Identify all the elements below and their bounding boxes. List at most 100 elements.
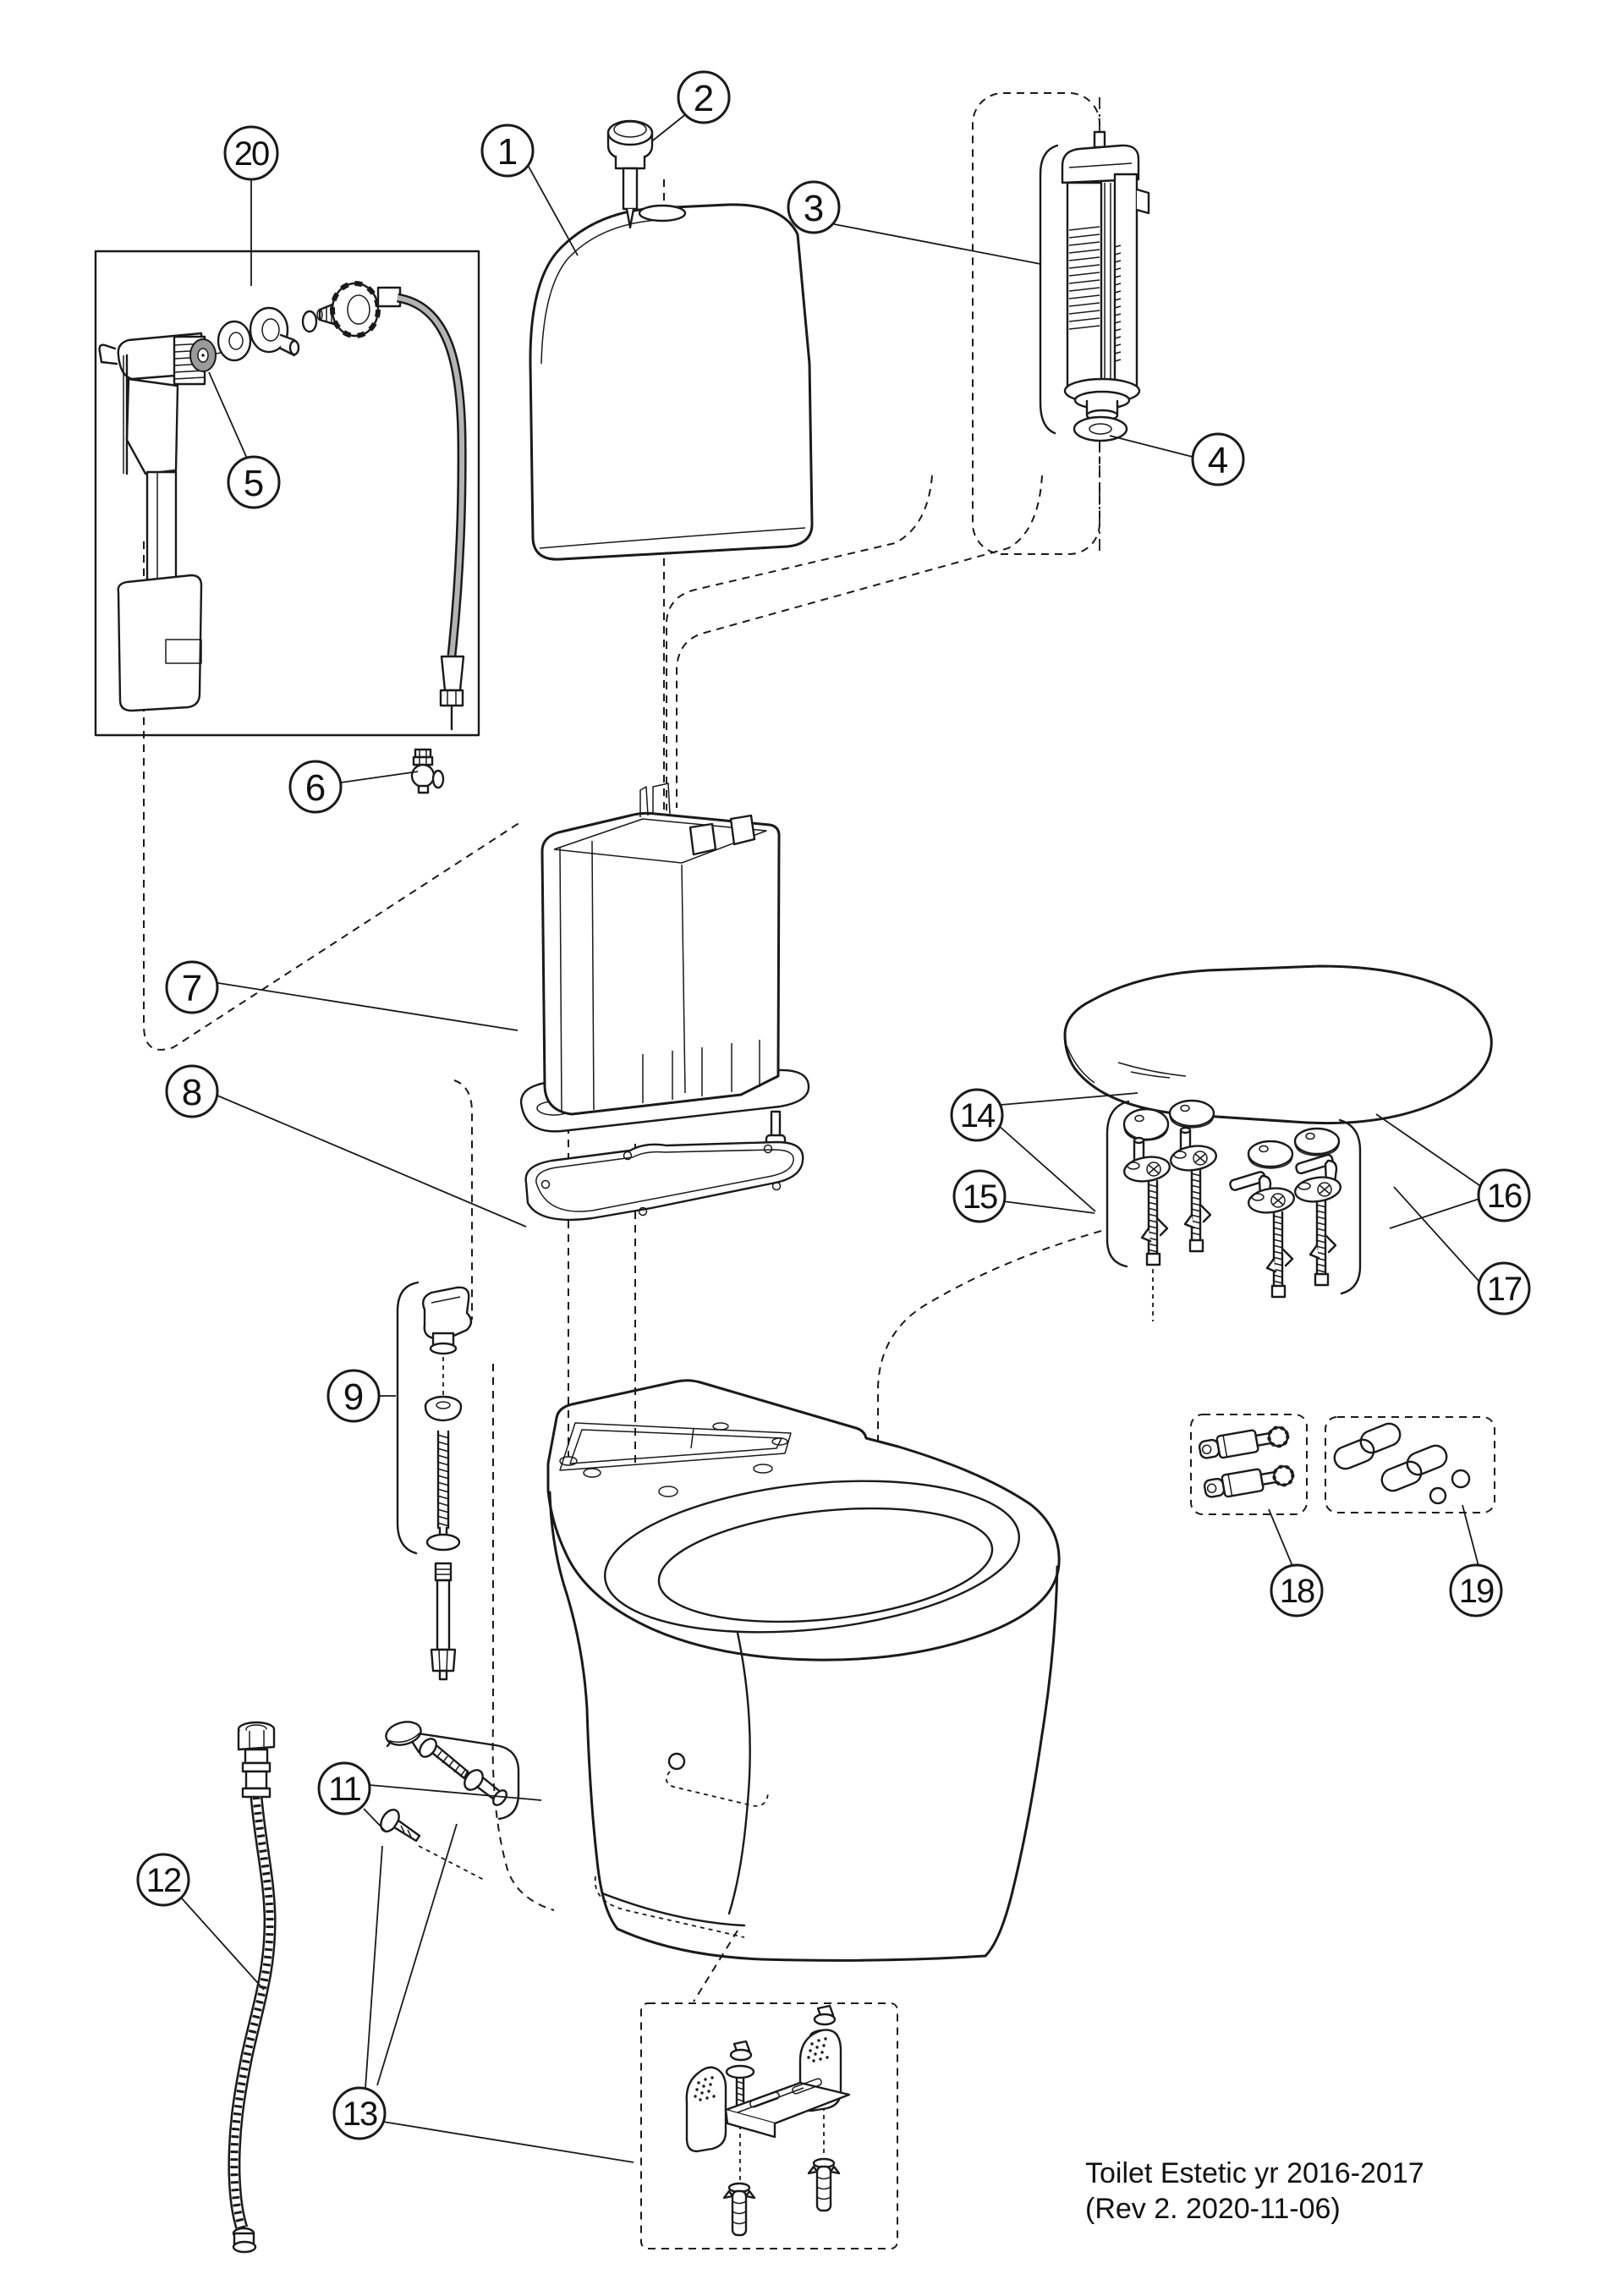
svg-text:13: 13 bbox=[343, 2096, 377, 2133]
fill-valve-kit-box bbox=[94, 250, 480, 737]
leader-19 bbox=[1462, 1504, 1479, 1567]
angle-valve bbox=[410, 748, 445, 794]
leader-18 bbox=[1268, 1508, 1293, 1567]
anchor-connector-dashed bbox=[418, 1845, 485, 1881]
toilet-seat bbox=[1063, 964, 1493, 1125]
leader-13b bbox=[376, 1823, 458, 2086]
coupling-nut bbox=[330, 281, 381, 338]
callout-11: 11 bbox=[317, 1761, 371, 1815]
leader-16a bbox=[1375, 1113, 1480, 1186]
valve-spring bbox=[1068, 226, 1100, 330]
damper-kit-box bbox=[1190, 1414, 1308, 1515]
tank-front-crease bbox=[681, 864, 686, 1094]
bowl-screw-connector-dashed bbox=[491, 1364, 555, 1911]
svg-text:18: 18 bbox=[1280, 1573, 1314, 1610]
callout-19: 19 bbox=[1449, 1563, 1503, 1618]
svg-text:6: 6 bbox=[305, 767, 326, 809]
hinge-cap bbox=[1247, 1140, 1294, 1169]
callout-6: 6 bbox=[288, 760, 343, 814]
svg-text:5: 5 bbox=[244, 463, 264, 504]
svg-text:20: 20 bbox=[234, 135, 269, 173]
bowl-base-arc bbox=[601, 1892, 746, 1927]
floor-bracket bbox=[685, 2029, 851, 2153]
callouts: 1 2 3 4 5 6 7 8 9 11 12 13 14 15 16 17 1… bbox=[136, 70, 1531, 2140]
valve-ratchet-teeth bbox=[1114, 244, 1122, 362]
flush-valve-seal bbox=[1073, 415, 1128, 442]
tank-body bbox=[540, 811, 781, 1116]
valve-right-rail bbox=[1113, 173, 1138, 391]
cone-washer bbox=[424, 1395, 463, 1422]
floor-plug-a bbox=[722, 2182, 756, 2237]
hinge-plate bbox=[1122, 1156, 1171, 1183]
leader-13a bbox=[365, 1845, 383, 2089]
leader-6 bbox=[340, 771, 419, 783]
svg-text:17: 17 bbox=[1487, 1271, 1522, 1308]
svg-text:11: 11 bbox=[328, 1771, 360, 1808]
leader-11b bbox=[363, 1808, 387, 1833]
kit-9-bracket bbox=[396, 1281, 420, 1555]
hinge-bolt bbox=[1265, 1211, 1294, 1299]
deck-recess-divider bbox=[690, 1427, 694, 1449]
svg-text:19: 19 bbox=[1459, 1573, 1494, 1610]
callout-18: 18 bbox=[1270, 1563, 1324, 1618]
callout-2: 2 bbox=[677, 70, 731, 124]
svg-text:9: 9 bbox=[343, 1376, 364, 1418]
svg-text:8: 8 bbox=[182, 1072, 202, 1113]
callout-13: 13 bbox=[332, 2086, 387, 2140]
leader-1 bbox=[528, 166, 579, 256]
svg-text:1: 1 bbox=[497, 131, 518, 173]
leader-14a bbox=[1000, 1092, 1138, 1106]
tank-screw bbox=[425, 1430, 461, 1552]
toilet-bowl bbox=[546, 1379, 1061, 1962]
button-stem-tip bbox=[625, 207, 635, 229]
tank-top-fittings bbox=[639, 783, 756, 856]
leader-12 bbox=[180, 1897, 265, 1991]
callout-20: 20 bbox=[223, 125, 279, 181]
bowl-left-profile bbox=[548, 1491, 619, 1931]
bowl-base bbox=[616, 1927, 987, 1962]
leader-3 bbox=[833, 223, 1041, 265]
leader-2 bbox=[652, 113, 688, 141]
hinge-plate bbox=[1247, 1187, 1296, 1214]
callout-17: 17 bbox=[1477, 1261, 1531, 1316]
bowl-side-fixing-hole bbox=[667, 1752, 686, 1771]
hinge-cap bbox=[1293, 1127, 1341, 1156]
tank-left-crease-a bbox=[559, 847, 562, 1112]
bowl-right-profile bbox=[984, 1565, 1059, 1958]
leader-4 bbox=[1109, 435, 1193, 458]
floor-plug-b bbox=[807, 2157, 841, 2212]
deck-recess bbox=[559, 1422, 792, 1471]
hinge-plate bbox=[1293, 1176, 1342, 1203]
tank-gasket bbox=[524, 1140, 804, 1222]
callout-12: 12 bbox=[136, 1853, 190, 1907]
callout-1: 1 bbox=[480, 124, 535, 178]
callout-15: 15 bbox=[952, 1169, 1007, 1223]
valve-left-column bbox=[1066, 181, 1103, 391]
spacer-pin bbox=[430, 1562, 457, 1681]
gasket-holes bbox=[540, 1144, 782, 1217]
callout-14: 14 bbox=[950, 1088, 1004, 1142]
floor-kit-connector-dashed bbox=[693, 1930, 738, 2002]
hinge-plate bbox=[1169, 1145, 1218, 1172]
tank-screw-connector-dashed bbox=[453, 1079, 473, 1320]
leader-17 bbox=[1393, 1186, 1480, 1283]
hinge-bolt bbox=[1140, 1179, 1169, 1266]
callout-16: 16 bbox=[1477, 1168, 1531, 1222]
svg-text:16: 16 bbox=[1487, 1178, 1522, 1215]
damper bbox=[1198, 1425, 1290, 1459]
leader-11a bbox=[369, 1784, 542, 1801]
valve-o-ring bbox=[301, 310, 318, 333]
side-screw bbox=[419, 1738, 473, 1782]
hinge-cap bbox=[1122, 1107, 1170, 1141]
svg-text:3: 3 bbox=[804, 188, 824, 229]
callout-9: 9 bbox=[326, 1369, 381, 1423]
tank-left-crease-b bbox=[591, 840, 595, 1111]
callout-7: 7 bbox=[165, 960, 219, 1014]
wall-sleeve bbox=[464, 1769, 508, 1806]
callout-3: 3 bbox=[787, 180, 841, 234]
bowl-rim-inner-edge bbox=[603, 1480, 1021, 1634]
hinge-bolt bbox=[1309, 1200, 1337, 1287]
tank-rim-inner bbox=[553, 818, 767, 864]
refill-hose bbox=[376, 286, 467, 731]
